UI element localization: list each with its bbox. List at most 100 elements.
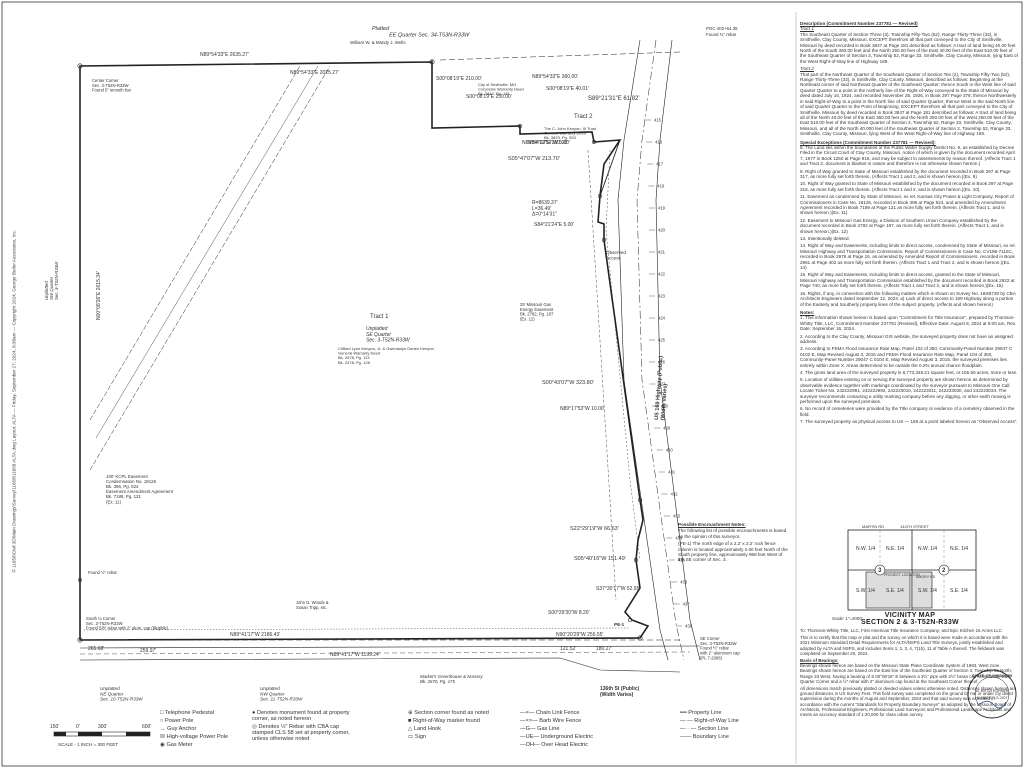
legend-label: Telephone Pedestal — [164, 710, 214, 716]
legend-symbol-icon: ○ — [160, 718, 165, 724]
encroach-title: Possible Encroachment Notes: — [678, 522, 746, 527]
plat-top-label: PlattedEE Quarter Sec. 34-T53N-R33W — [372, 26, 470, 38]
legend-symbol-icon: ◎ — [252, 724, 259, 730]
svg-text:S.E. 1/4: S.E. 1/4 — [950, 588, 968, 594]
station-label: 427 — [658, 382, 666, 387]
legend-item: —OH— Over Head Electric — [520, 742, 593, 748]
legend-symbol-icon: —××— — [520, 718, 540, 724]
gas-easement — [587, 149, 617, 601]
monuments — [77, 59, 643, 643]
tract-1-text: The Southeast Quarter of Section Three (… — [800, 31, 1018, 64]
legend-label: Boundary Line — [692, 734, 729, 740]
legend-col-5: ━━ Property Line— — Right-of-Way Line— ·… — [680, 710, 739, 742]
svg-text:W. MITCH KORNER: W. MITCH KORNER — [976, 689, 1009, 693]
bearing-s: N00°08'26"E 2615.34' — [96, 271, 102, 320]
exception-4: 11. Easement as condemned by State of Mi… — [800, 194, 1014, 216]
bearing-e: S89°21'31"E 61.82' — [588, 96, 640, 102]
station-label: 422 — [658, 272, 666, 277]
note-1: 1. This information shown hereon is base… — [800, 315, 1017, 332]
svg-text:S.W. 1/4: S.W. 1/4 — [856, 588, 875, 594]
legend-symbol-icon: — · — — [680, 726, 698, 732]
plat-top-owner: William W. & Mandy J. Wells — [350, 40, 406, 45]
bearing-b: S00°08'19"E 250.00' — [466, 94, 512, 100]
station-label: 434 — [675, 536, 683, 541]
exception-2: 9. Right of Way granted to State of Miss… — [800, 168, 1011, 179]
legend-item: △ Land Hook — [408, 726, 489, 732]
certification: To: Thomson-Whitty Title, LLC, First Ame… — [800, 628, 1018, 719]
svg-text:3: 3 — [878, 568, 882, 574]
svg-text:N.E. 1/4: N.E. 1/4 — [950, 546, 968, 552]
legend-label: Section Line — [697, 726, 729, 732]
legend-item: ○ Power Pole — [160, 718, 228, 724]
station-label: 430 — [666, 448, 674, 453]
vicinity-map-subtitle: SECTION 2 & 3-T52N-R33W — [861, 619, 959, 626]
legend-item: — — Right-of-Way Line — [680, 718, 739, 724]
exceptions-list: 8. The Land lies within the boundaries o… — [800, 145, 1018, 307]
exception-3: 10. Right of Way granted to State of Mis… — [800, 181, 1014, 192]
legend-label: Over Head Electric — [541, 742, 589, 748]
legend-symbol-icon: ▭ — [408, 734, 415, 740]
station-label: 423 — [658, 294, 666, 299]
svg-text:144TH STREET: 144TH STREET — [900, 524, 929, 529]
legend-label: Right-of-Way Line — [694, 718, 739, 724]
legend-item: → Guy Anchor — [160, 726, 228, 732]
exception-9: 16. Rights, if any, in connection with t… — [800, 290, 1016, 307]
legend-symbol-icon: ■ — [408, 718, 413, 724]
highway-stations: 4154164174184194204214224234244254264274… — [645, 118, 693, 629]
legend-col-4: —×— Chain Link Fence—××— Barb Wire Fence… — [520, 710, 593, 750]
drawing-path: © 11658\Civil 3D\Main Drawings\Survey\11… — [11, 229, 17, 573]
station-label: 426 — [658, 360, 666, 365]
scale-bar: 150' 0' 300' 600' SCALE - 1 INCH = 300 F… — [50, 724, 151, 747]
legend-item: ◉ Gas Meter — [160, 742, 228, 748]
description-title: Description (Commitment Number 237781 — … — [800, 21, 918, 26]
bearing-r: N90°20'29"W 256.55' — [556, 632, 603, 638]
bearing-j: S00°43'07"W 323.80' — [542, 380, 594, 386]
dim-bot-1: 121.52' — [560, 646, 576, 652]
note-6: 6. No record of cemeteries were provided… — [800, 406, 1015, 417]
station-label: 416 — [655, 140, 663, 145]
legend-label: Barb Wire Fence — [539, 718, 582, 724]
woods-owner: John D. Woods &Susan Tripp, etc. — [296, 600, 329, 610]
legend-label: Power Pole — [164, 718, 194, 724]
vicinity-title: VICINITY MAP SECTION 2 & 3-T52N-R33W — [820, 612, 1000, 626]
tract-1-title: Tract 1 — [800, 26, 814, 32]
svg-text:PROJECT LOCATION: PROJECT LOCATION — [884, 573, 920, 577]
legend-label: Gas Meter — [166, 742, 193, 748]
legend-symbol-icon: —OH— — [520, 742, 542, 748]
station-label: 438 — [685, 624, 693, 629]
station-label: 429 — [663, 426, 671, 431]
legend-symbol-icon: ● — [252, 710, 257, 716]
description-notes: Description (Commitment Number 237781 — … — [800, 18, 1018, 427]
station-label: 421 — [658, 250, 666, 255]
left-plat: UnplattedSW QuarterSec. 3-T52N-R33W — [44, 261, 59, 300]
vicinity-map-title: VICINITY MAP — [884, 612, 936, 619]
legend-symbol-icon: ━━ — [680, 710, 689, 716]
legend-item: ⊕ Section corner found as noted — [408, 710, 489, 716]
basis-title: Basis of Bearings: — [800, 658, 839, 664]
legend-symbol-icon: —G— — [520, 726, 538, 732]
note-3: 3. According to FEMA Flood Insurance Rat… — [800, 346, 1013, 368]
legend-symbol-icon: □ — [160, 710, 165, 716]
station-label: 435 — [678, 558, 686, 563]
station-label: 424 — [658, 316, 666, 321]
legend-label: Denotes ½" Rebar with CBA cap stamped CL… — [252, 724, 350, 742]
vicinity-map: 3 2 N.W. 1/4 N.E. 1/4 S.W. 1/4 S.E. 1/4 … — [832, 524, 977, 621]
station-label: 432 — [671, 492, 679, 497]
exception-8: 15. Right of Way and Easements, includin… — [800, 272, 1015, 289]
legend-label: Section corner found as noted — [414, 710, 489, 716]
legend-item: ■ Right-of-Way marker found — [408, 718, 489, 724]
station-label: 428 — [661, 404, 669, 409]
bearing-c: N89°54'33"E 360.00' — [532, 74, 578, 80]
svg-text:Scale: 1"=2000': Scale: 1"=2000' — [832, 616, 863, 621]
bearing-d: S00°08'19"E 40.01' — [546, 86, 589, 92]
svg-text:2: 2 — [942, 568, 946, 574]
svg-text:MARTIN RD: MARTIN RD — [862, 524, 884, 529]
legend: □ Telephone Pedestal ○ Power Pole → Guy An… — [160, 710, 790, 764]
legend-symbol-icon: ☒ — [160, 734, 167, 740]
